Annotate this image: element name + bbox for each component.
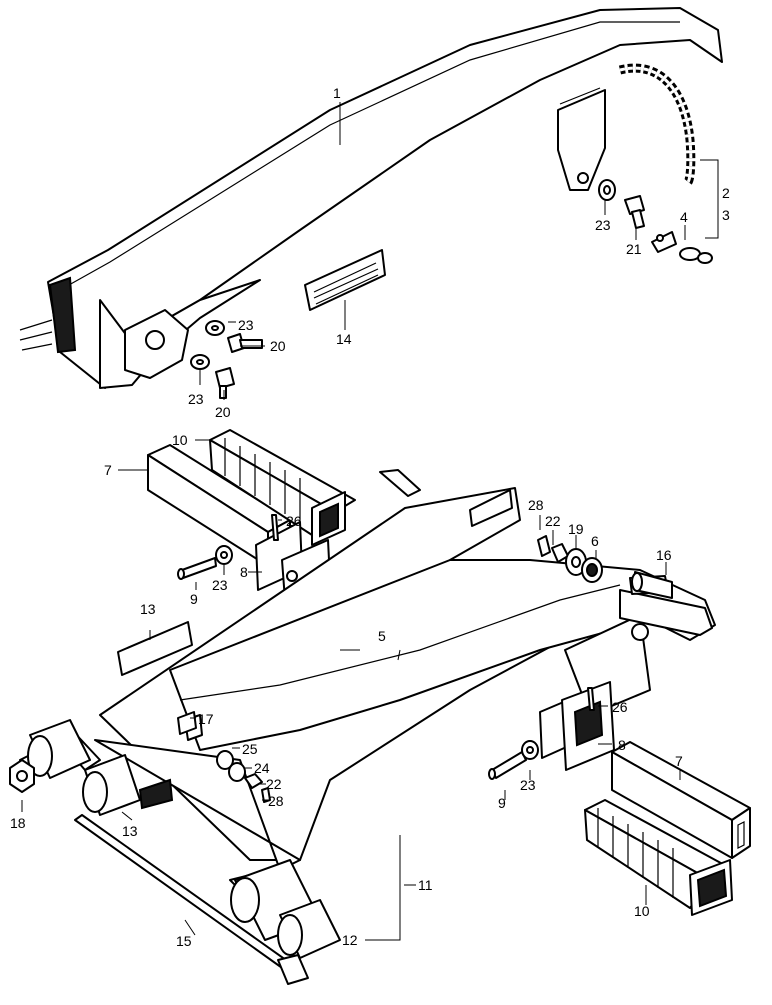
- callout-26: 26: [286, 513, 302, 529]
- dust-seal-12: [277, 899, 341, 959]
- callout-28: 28: [268, 793, 284, 809]
- caution-label-plate: [304, 249, 386, 311]
- callout-3: 3: [722, 207, 730, 223]
- step-rubber-right: [584, 799, 733, 916]
- washer-23-case-lower: [190, 354, 210, 370]
- bolt-20-upper: [227, 333, 263, 353]
- callout-10: 10: [634, 903, 650, 919]
- callout-11: 11: [418, 877, 433, 893]
- callout-18: 18: [10, 815, 26, 831]
- callout-24: 24: [254, 760, 270, 776]
- callout-8: 8: [618, 737, 626, 753]
- callout-21: 21: [626, 241, 642, 257]
- bushing-6: [581, 557, 603, 583]
- callout-26: 26: [612, 699, 628, 715]
- step-bracket-right: [539, 681, 615, 771]
- chain-case: [19, 7, 723, 389]
- callout-15: 15: [176, 933, 192, 949]
- callout-7: 7: [675, 753, 683, 769]
- callout-2: 2: [722, 185, 730, 201]
- callout-28: 28: [528, 497, 544, 513]
- callout-16: 16: [656, 547, 672, 563]
- callout-20: 20: [215, 404, 231, 420]
- bolt-9-left: [177, 557, 217, 580]
- drive-chain: [618, 63, 696, 186]
- callout-23: 23: [595, 217, 611, 233]
- callout-4: 4: [680, 209, 688, 225]
- callout-10: 10: [172, 432, 188, 448]
- leader-lines: [21, 102, 719, 941]
- callout-22: 22: [266, 776, 282, 792]
- washer-25: [216, 750, 234, 770]
- washer-19: [565, 548, 587, 576]
- callout-13: 13: [122, 823, 138, 839]
- bolt-20-lower: [215, 367, 235, 399]
- callout-23: 23: [188, 391, 204, 407]
- callout-6: 6: [591, 533, 599, 549]
- washer-23-left: [215, 545, 233, 565]
- callout-1: 1: [333, 85, 341, 101]
- grease-fitting-28-lower: [261, 787, 271, 803]
- bolt-16: [631, 571, 673, 599]
- label-plate-13-upper: [117, 621, 193, 676]
- pivot-bushing-lower: [82, 754, 174, 816]
- washer-23-case-upper: [205, 320, 225, 336]
- pivot-bolt-15: [74, 814, 309, 985]
- nut-22-lower: [244, 773, 263, 789]
- callout-labels: 1 2 3 4 23 21 14 23 20 23 20 10 7 26 8 9…: [10, 85, 730, 949]
- pivot-bushing-upper: [27, 719, 91, 779]
- bolt-21: [624, 195, 645, 229]
- callout-8: 8: [240, 564, 248, 580]
- callout-5: 5: [378, 628, 386, 644]
- callout-23: 23: [212, 577, 228, 593]
- callout-20: 20: [270, 338, 286, 354]
- chain-joint: [651, 231, 713, 264]
- callout-9: 9: [498, 795, 506, 811]
- callout-14: 14: [336, 331, 352, 347]
- step-bracket-left: [255, 521, 331, 601]
- washer-23-upper-right: [598, 179, 616, 201]
- callout-9: 9: [190, 591, 198, 607]
- bolt-9-right: [488, 751, 527, 780]
- callout-17: 17: [198, 711, 214, 727]
- callout-19: 19: [568, 521, 584, 537]
- washer-23-right: [521, 740, 539, 760]
- pin-26-left: [271, 514, 279, 541]
- callout-7: 7: [104, 462, 112, 478]
- step-rubber-left: [209, 429, 356, 546]
- callout-25: 25: [242, 741, 258, 757]
- pin-26-right: [587, 687, 595, 711]
- grease-fitting-28-upper: [537, 535, 551, 557]
- cap-nut-18: [9, 759, 35, 793]
- washer-24: [228, 762, 246, 782]
- callout-23: 23: [238, 317, 254, 333]
- callout-13: 13: [140, 601, 156, 617]
- callout-23: 23: [520, 777, 536, 793]
- callout-12: 12: [342, 932, 358, 948]
- callout-22: 22: [545, 513, 561, 529]
- step-bar-right: [611, 741, 751, 859]
